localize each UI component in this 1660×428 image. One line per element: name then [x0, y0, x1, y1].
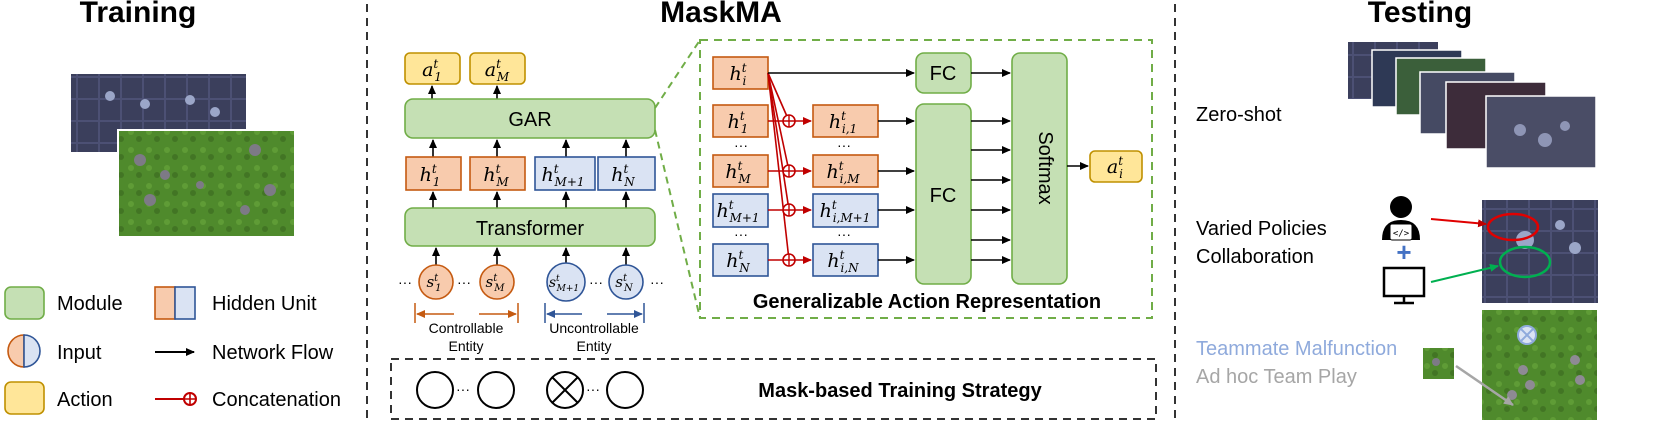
svg-text:ht1: ht1 — [728, 109, 749, 136]
hidden-hm1 — [534, 156, 596, 191]
plus-icon: + — [1396, 237, 1411, 267]
svg-text:st1: st1 — [426, 273, 441, 294]
svg-text:···: ··· — [734, 226, 748, 242]
detail-hm1 — [712, 193, 769, 228]
adhoc-arrow-icon — [1455, 364, 1514, 407]
softmax-module — [1011, 52, 1068, 285]
legend-action-label: Action — [57, 389, 113, 411]
ellipsis: ··· — [650, 274, 664, 290]
screenshot-image — [1482, 310, 1597, 420]
legend-module-label: Module — [57, 293, 123, 315]
adhoc-label: Ad hoc Team Play — [1196, 366, 1357, 388]
malfunction-label: Teammate Malfunction — [1196, 338, 1397, 360]
hidden-hn — [597, 156, 656, 191]
ellipsis: ··· — [589, 274, 603, 290]
svg-text:at1: at1 — [422, 57, 442, 84]
hidden-hm — [469, 156, 526, 191]
transformer-label: Transformer — [476, 218, 585, 240]
svg-text:ati: ati — [1107, 154, 1123, 181]
legend-action-swatch — [4, 381, 45, 415]
input-sm1 — [546, 262, 586, 302]
uncontrollable-label-1: Uncontrollable — [549, 320, 639, 336]
controllable-label-1: Controllable — [429, 320, 504, 336]
detail-hi — [712, 56, 769, 90]
mask-strategy-label: Mask-based Training Strategy — [758, 380, 1042, 402]
input-sm — [479, 264, 515, 300]
testing-panel: Zero-shot Varied Policies Collaboration … — [1196, 42, 1598, 420]
legend: Module Hidden Unit Input Network Flow Ac… — [4, 286, 341, 415]
transformer-module — [404, 207, 656, 247]
controllable-label-2: Entity — [448, 338, 483, 354]
person-coder-icon: </> — [1382, 196, 1420, 241]
svg-text:···: ··· — [837, 137, 851, 153]
concat-nodes — [782, 114, 796, 267]
svg-text:htM+1: htM+1 — [716, 198, 759, 225]
svg-text:···: ··· — [837, 226, 851, 242]
action-am — [469, 52, 526, 85]
legend-module-swatch — [4, 286, 45, 320]
screenshot-image — [117, 129, 296, 238]
svg-text:hti: hti — [729, 61, 746, 88]
mask-strategy: ··· ··· Mask-based Training Strategy — [390, 358, 1157, 420]
legend-flow-label: Network Flow — [212, 342, 334, 364]
monitor-icon — [1382, 266, 1426, 305]
legend-concat-label: Concatenation — [212, 389, 341, 411]
svg-text:ht1: ht1 — [420, 162, 441, 189]
detail-him1 — [812, 193, 879, 228]
softmax-label: Softmax — [1034, 131, 1056, 204]
training-title: Training — [80, 0, 197, 29]
legend-hidden-label: Hidden Unit — [212, 293, 317, 315]
training-screenshots — [71, 74, 296, 238]
action-ai — [1089, 150, 1143, 183]
svg-text:···: ··· — [586, 381, 600, 397]
input-s1 — [418, 264, 454, 300]
highlight-red — [1486, 212, 1540, 242]
gar-detail-frame — [699, 39, 1153, 319]
maskma-title: MaskMA — [660, 0, 782, 29]
ellipsis: ··· — [457, 274, 471, 290]
highlight-green — [1498, 245, 1552, 279]
varied-label-1: Varied Policies — [1196, 218, 1327, 240]
svg-text:···: ··· — [456, 381, 470, 397]
legend-hidden-swatch-a — [154, 286, 176, 320]
zero-shot-label: Zero-shot — [1196, 104, 1282, 126]
svg-text:hti,N: hti,N — [827, 248, 859, 275]
action-a1 — [404, 52, 461, 85]
svg-text:</>: </> — [1393, 229, 1410, 239]
mask-strategy-frame — [390, 358, 1157, 420]
legend-input-swatch-b — [23, 334, 41, 368]
legend-input-swatch-a — [7, 334, 25, 368]
uncontrollable-label-2: Entity — [576, 338, 611, 354]
testing-title: Testing — [1368, 0, 1472, 29]
gar-module — [404, 98, 656, 139]
detail-hi1 — [812, 104, 879, 138]
detail-him — [812, 154, 879, 188]
svg-text:htN: htN — [726, 248, 750, 275]
svg-text:hti,M: hti,M — [826, 159, 860, 186]
ellipsis: ··· — [398, 274, 412, 290]
varied-label-2: Collaboration — [1196, 246, 1314, 268]
detail-hm — [712, 154, 769, 188]
detail-hin — [812, 243, 879, 277]
svg-text:hti,1: hti,1 — [829, 109, 857, 136]
hidden-h1 — [405, 156, 462, 191]
gar-title: Generalizable Action Representation — [753, 291, 1101, 313]
legend-hidden-swatch-b — [174, 286, 196, 320]
legend-input-label: Input — [57, 342, 102, 364]
screenshot-image — [1485, 95, 1597, 169]
gar-label: GAR — [508, 109, 551, 131]
fc-top-label: FC — [930, 63, 957, 85]
fc-mid-module — [915, 103, 972, 285]
fc-mid-label: FC — [930, 185, 957, 207]
svg-text:···: ··· — [734, 137, 748, 153]
input-sn — [608, 264, 644, 300]
